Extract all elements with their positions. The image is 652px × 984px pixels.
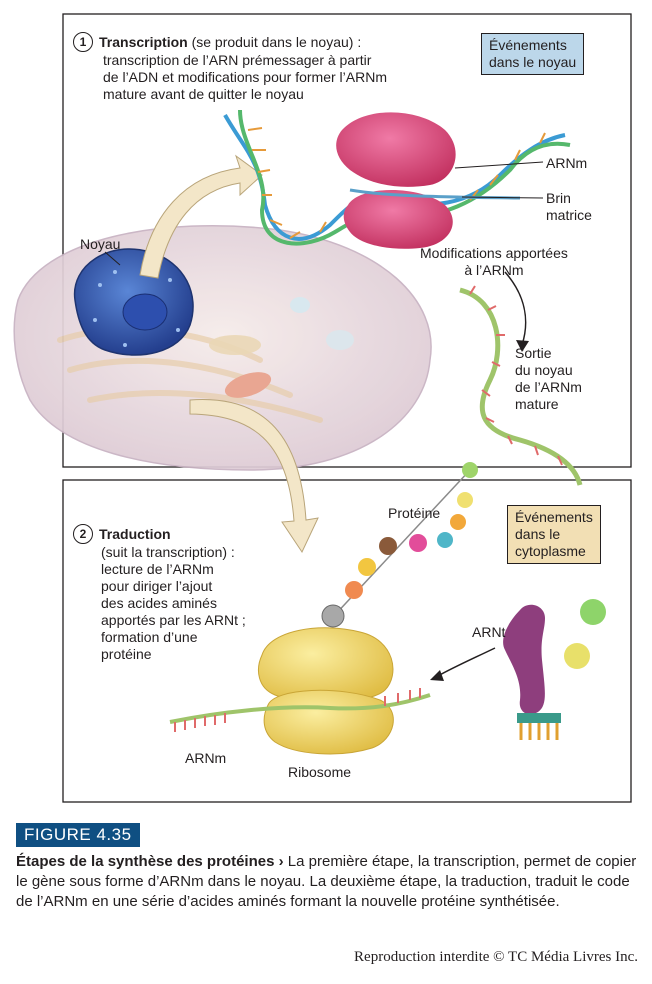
translation-desc-line: lecture de l’ARNm (101, 561, 214, 577)
step-number-2: 2 (73, 524, 93, 544)
translation-block: 2 Traduction (suit la transcription) : le… (73, 524, 293, 663)
caption-text: La première étape, la transcription, per… (16, 853, 637, 910)
free-amino-acid (580, 599, 606, 625)
noyau-leader (104, 251, 121, 266)
trna (503, 604, 561, 740)
translation-desc-line: (suit la transcription) : (101, 544, 235, 560)
tag-cytoplasm-line: cytoplasme (515, 543, 586, 559)
ribosome-mrna (169, 693, 431, 724)
label-brin-line: Brin (546, 190, 571, 206)
mitochondrion (224, 372, 272, 398)
transcription-title-suffix: (se produit dans le noyau) : (191, 34, 362, 50)
arrow-to-transcription (139, 154, 263, 279)
translation-desc-line: formation d’une (101, 629, 198, 645)
label-sortie-line: du noyau (515, 362, 573, 378)
translation-desc-line: pour diriger l’ajout (101, 578, 213, 594)
translation-title: Traduction (99, 526, 171, 542)
panel-cytoplasm-frame (62, 479, 632, 803)
label-sortie-line: de l’ARNm (515, 379, 582, 395)
golgi (209, 335, 261, 355)
label-modifications-line: Modifications apportées (420, 245, 568, 261)
tag-nucleus-line: dans le noyau (489, 54, 577, 70)
label-arnm-bottom: ARNm (185, 750, 227, 766)
step-number-1: 1 (73, 32, 93, 52)
amino-acid-chain (321, 462, 478, 628)
transcription-desc-line: mature avant de quitter le noyau (103, 86, 304, 102)
tag-nucleus-line: Événements (489, 37, 567, 53)
trna-arrow (437, 647, 496, 677)
label-ribosome: Ribosome (288, 764, 352, 780)
transcription-block: 1 Transcription (se produit dans le noyau… (73, 32, 473, 103)
label-proteine: Protéine (388, 505, 441, 521)
translation-desc-line: protéine (101, 646, 152, 662)
tag-cytoplasm-events: Événements dans le cytoplasme (507, 505, 601, 564)
tag-cytoplasm-line: dans le (515, 526, 561, 542)
vesicle (290, 297, 310, 313)
tag-nucleus-events: Événements dans le noyau (481, 33, 585, 75)
label-noyau: Noyau (80, 236, 121, 252)
label-sortie: Sortie du noyau de l’ARNm mature (515, 345, 582, 413)
brin-leader (461, 196, 544, 199)
label-brin-matrice: Brin matrice (546, 190, 592, 224)
nucleolus (122, 293, 168, 331)
transcription-desc-line: transcription de l’ARN prémessager à par… (103, 52, 372, 68)
label-arnt: ARNt (472, 624, 506, 640)
label-sortie-line: Sortie (515, 345, 552, 361)
transcription-desc-line: de l’ADN et modifications pour former l’… (103, 69, 387, 85)
label-modifications-line: à l’ARNm (464, 262, 524, 278)
figure-caption: Étapes de la synthèse des protéines › La… (16, 852, 641, 912)
label-sortie-line: mature (515, 396, 559, 412)
label-brin-line: matrice (546, 207, 592, 223)
nucleus (73, 248, 194, 356)
exit-arrow (504, 271, 527, 346)
panel-nucleus-frame (62, 13, 632, 468)
caption-title: Étapes de la synthèse des protéines (16, 853, 275, 870)
tag-cytoplasm-line: Événements (515, 509, 593, 525)
transcription-title: Transcription (99, 34, 188, 50)
arnm-top-leader (454, 161, 544, 169)
figure-label: FIGURE 4.35 (16, 823, 140, 847)
copyright-notice: Reproduction interdite © TC Média Livres… (354, 949, 638, 965)
cell (13, 225, 432, 471)
label-arnm-top: ARNm (546, 155, 588, 171)
label-modifications: Modifications apportées à l’ARNm (420, 245, 568, 279)
translation-desc-line: des acides aminés (101, 595, 217, 611)
translation-desc-line: apportés par les ARNt ; (101, 612, 246, 628)
caption-marker: › (278, 853, 284, 870)
free-amino-acid (564, 643, 590, 669)
arrow-to-translation (189, 399, 319, 554)
